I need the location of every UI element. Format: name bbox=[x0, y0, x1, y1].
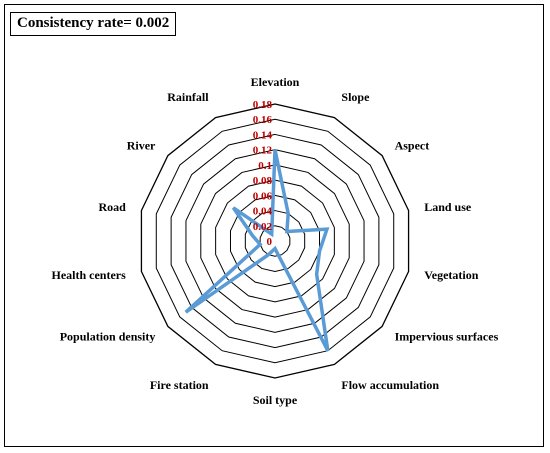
tick-label: 0.12 bbox=[253, 145, 273, 157]
grid-ring bbox=[215, 179, 335, 303]
axis-label: Vegetation bbox=[424, 268, 479, 282]
axis-label: Land use bbox=[424, 200, 472, 214]
axis-label: Health centers bbox=[51, 268, 126, 282]
grid-ring bbox=[259, 225, 291, 257]
axis-label: Road bbox=[98, 200, 126, 214]
tick-label: 0.06 bbox=[253, 190, 273, 202]
axis-label: Rainfall bbox=[167, 90, 209, 104]
axis-label: Flow accumulation bbox=[341, 378, 439, 392]
grid-ring bbox=[170, 133, 380, 349]
grid-ring bbox=[140, 103, 410, 379]
axis-label: Fire station bbox=[150, 378, 209, 392]
grid-ring bbox=[155, 118, 395, 364]
axis-label: Population density bbox=[60, 329, 156, 343]
tick-label: 0.16 bbox=[253, 114, 273, 126]
tick-label: 0.14 bbox=[253, 129, 273, 141]
axis-label: Elevation bbox=[251, 75, 300, 89]
axis-label: Slope bbox=[341, 90, 370, 104]
axis-label: Aspect bbox=[395, 139, 430, 153]
grid-ring bbox=[229, 194, 321, 288]
chart-frame bbox=[4, 4, 544, 447]
grid-ring bbox=[200, 164, 350, 318]
tick-label: 0.04 bbox=[253, 206, 273, 218]
consistency-rate-label: Consistency rate= 0.002 bbox=[10, 12, 177, 36]
grid-ring bbox=[185, 149, 365, 333]
tick-label: 0.02 bbox=[253, 221, 273, 233]
axis-label: Impervious surfaces bbox=[395, 329, 499, 343]
series-line bbox=[184, 149, 330, 352]
axis-label: River bbox=[127, 139, 156, 153]
axis-label: Soil type bbox=[253, 393, 298, 407]
tick-label: 0.08 bbox=[253, 175, 273, 187]
grid-ring bbox=[244, 210, 306, 272]
tick-label: 0.1 bbox=[258, 160, 272, 172]
tick-label: 0 bbox=[267, 236, 273, 248]
tick-label: 0.18 bbox=[253, 99, 273, 111]
